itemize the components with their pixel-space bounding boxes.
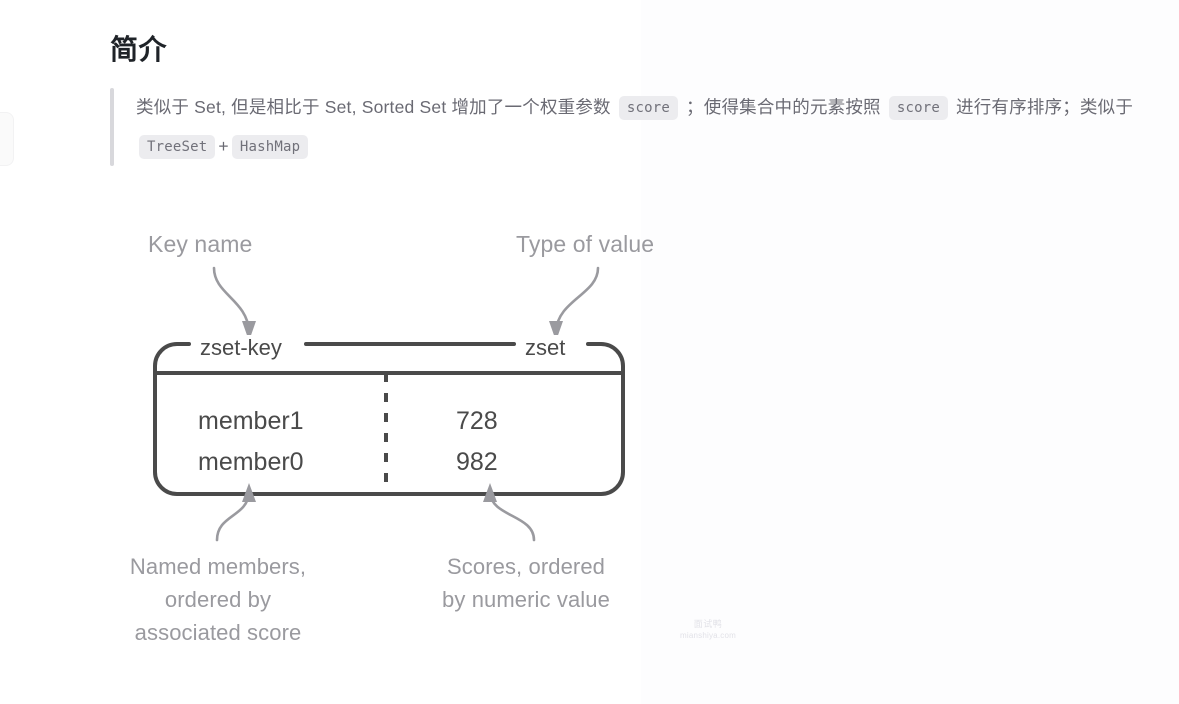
intro-blockquote: 类似于 Set, 但是相比于 Set, Sorted Set 增加了一个权重参数…	[110, 88, 1140, 166]
callout-named-members-line-3: associated score	[134, 620, 302, 645]
callout-key-name: Key name	[148, 231, 253, 257]
callout-type-of-value: Type of value	[516, 231, 655, 257]
callout-scores: Scores, ordered by numeric value	[420, 550, 632, 616]
code-chip-score-second: score	[888, 96, 948, 120]
arrow-type-of-value	[549, 266, 600, 341]
table-cell-member-row-0: member1	[198, 407, 304, 435]
table-cell-score-row-0: 728	[456, 407, 498, 435]
quote-text-part-1: 类似于 Set, 但是相比于 Set, Sorted Set 增加了一个权重参数	[136, 97, 616, 117]
table-cell-score-row-1: 982	[456, 448, 498, 476]
arrow-named-members-head	[242, 483, 256, 502]
arrow-named-members	[215, 483, 256, 542]
code-chip-hashmap: HashMap	[231, 135, 309, 159]
box-top-left-corner	[153, 342, 191, 375]
zset-box-outline	[153, 342, 625, 496]
watermark-brand-cn: 面试鸭	[693, 619, 723, 629]
page-title: 简介	[110, 34, 168, 65]
arrow-key-name	[212, 266, 256, 341]
callout-scores-line-1: Scores, ordered	[446, 554, 606, 579]
callout-named-members-line-1: Named members,	[129, 554, 307, 579]
arrow-key-name-head	[242, 321, 256, 341]
arrow-scores	[483, 483, 536, 542]
box-top-right-corner	[586, 342, 625, 375]
arrow-type-of-value-head	[549, 321, 563, 341]
arrow-scores-head	[483, 483, 497, 502]
left-edge-nub	[0, 112, 14, 166]
blockquote-accent-bar	[110, 88, 114, 166]
quote-text-part-2: ；使得集合中的元素按照	[680, 97, 886, 117]
watermark: 面试鸭 mianshiya.com	[672, 618, 744, 642]
watermark-site: mianshiya.com	[680, 631, 736, 640]
callout-named-members: Named members, ordered by associated sco…	[110, 550, 326, 649]
quote-text-part-3: 进行有序排序；类似于	[950, 97, 1134, 117]
callout-named-members-line-2: ordered by	[164, 587, 272, 612]
diagram-vector-layer	[153, 266, 625, 542]
quote-plus-sign: +	[218, 136, 229, 156]
code-chip-score-first: score	[618, 96, 678, 120]
box-label-key-name: zset-key	[191, 335, 291, 361]
box-body-outline	[153, 371, 625, 496]
callout-scores-line-2: by numeric value	[442, 587, 610, 612]
table-cell-member-row-1: member0	[198, 448, 304, 476]
box-label-value-type: zset	[516, 335, 575, 361]
blockquote-text: 类似于 Set, 但是相比于 Set, Sorted Set 增加了一个权重参数…	[136, 88, 1140, 166]
zset-structure-diagram: Key name Type of value zset-key zset mem…	[0, 190, 780, 660]
code-chip-treeset: TreeSet	[139, 135, 216, 159]
